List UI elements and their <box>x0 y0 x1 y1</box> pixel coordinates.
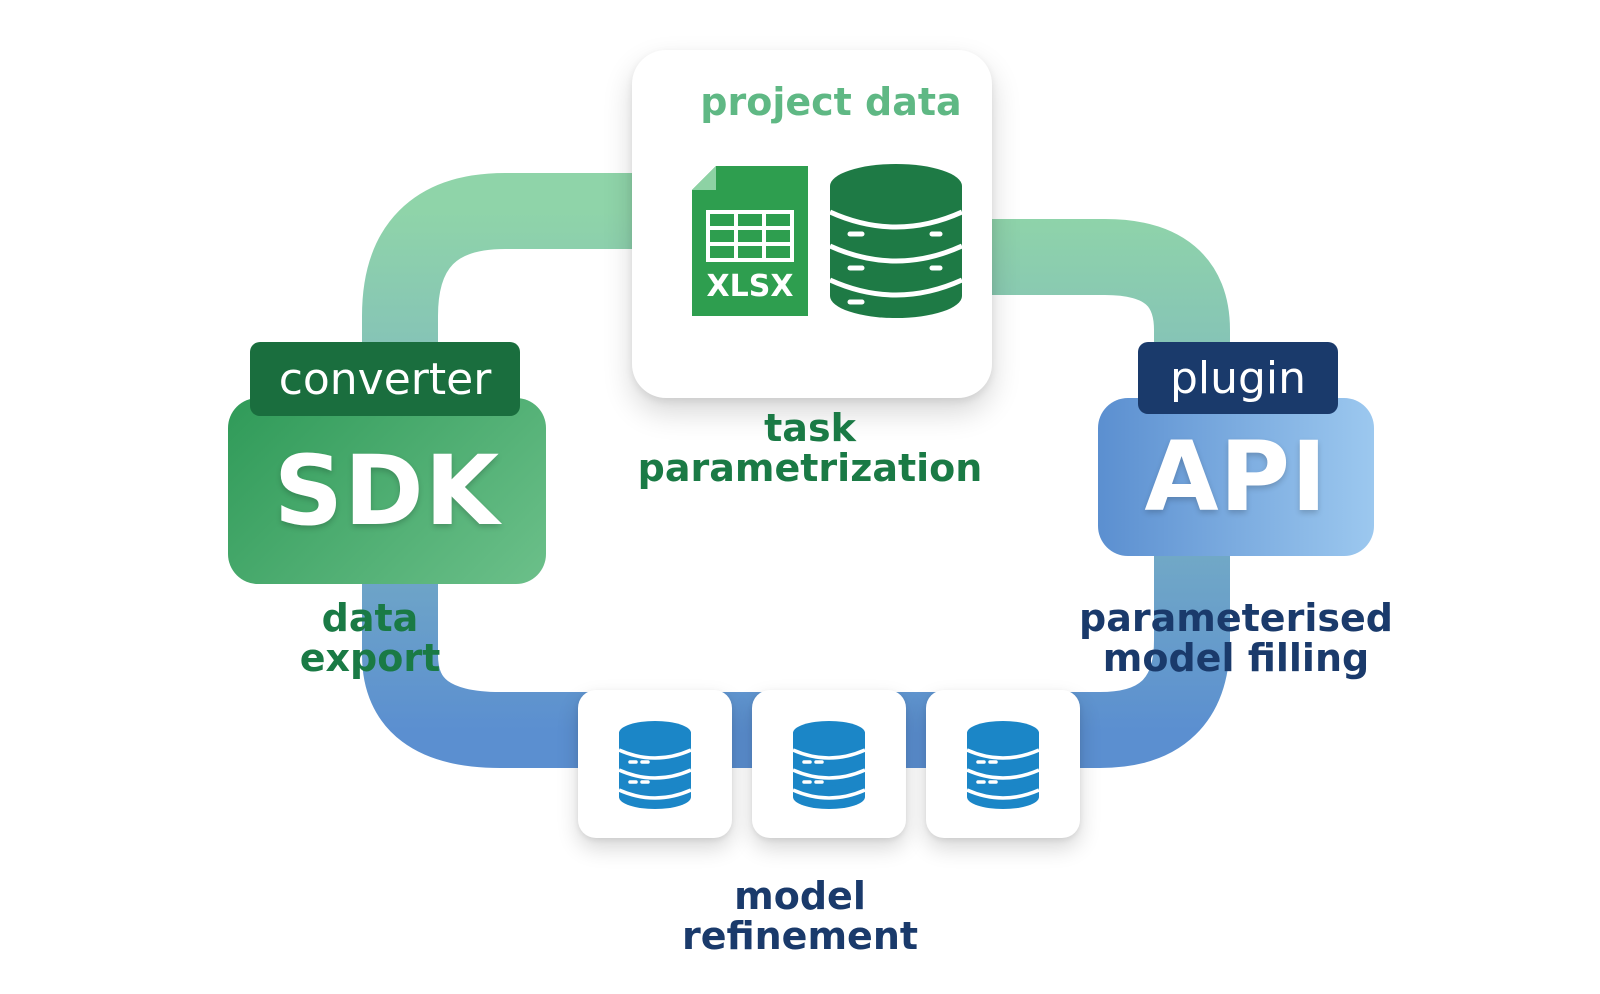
database-card <box>578 690 732 838</box>
database-card <box>926 690 1080 838</box>
sdk-box: SDK <box>228 398 546 584</box>
loop-path <box>362 173 1230 768</box>
database-card <box>752 690 906 838</box>
model-refinement-label: model refinement <box>681 874 919 958</box>
api-box: API <box>1098 398 1374 556</box>
database-icon <box>828 164 964 318</box>
xlsx-label: XLSX <box>707 269 794 304</box>
database-icon <box>966 721 1040 809</box>
project-data-title: project data <box>700 80 962 124</box>
database-icon <box>618 721 692 809</box>
project-data-card: project data XLSX <box>632 50 992 398</box>
converter-tag: converter <box>250 342 520 416</box>
model-filling-label: parameterised model filling <box>1079 596 1393 680</box>
task-parametrization-label: task parametrization <box>637 406 983 490</box>
plugin-tag: plugin <box>1138 342 1338 414</box>
xlsx-file-icon: XLSX <box>692 166 808 316</box>
data-export-label: data export <box>299 596 441 680</box>
database-icon <box>792 721 866 809</box>
